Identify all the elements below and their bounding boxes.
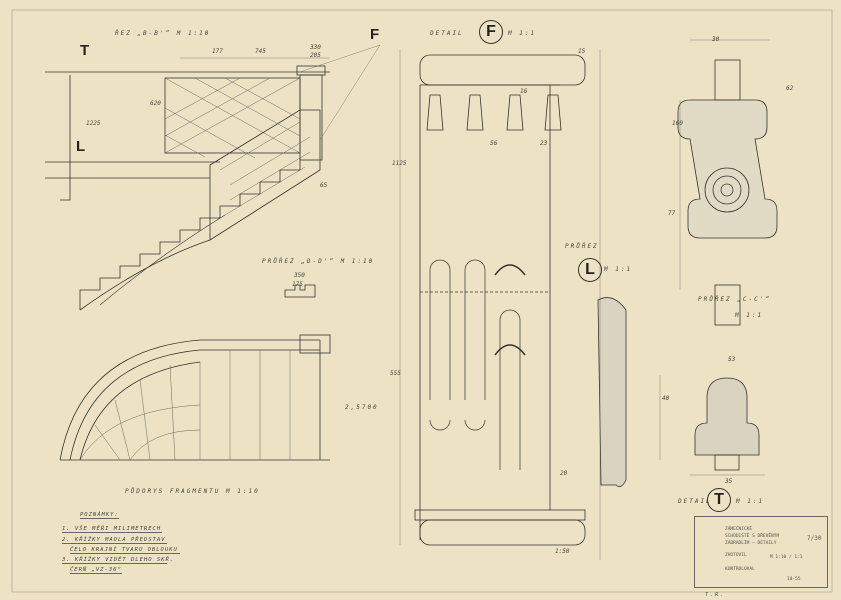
dim-label: 555: [390, 370, 401, 377]
note-line: ČELO KRAJNÍ TVARU OBLOUKU: [70, 547, 180, 554]
section-cc-scale: M 1:1: [735, 312, 764, 319]
detail-t-title: DETAIL: [678, 498, 712, 505]
drawn-by: ZHOTOVIL: [725, 553, 747, 558]
section-l-profile: [597, 297, 627, 488]
section-l-title: PRŮŘEZ: [565, 243, 599, 250]
dim-label: 330: [310, 44, 321, 51]
dim-label: 23: [540, 140, 548, 147]
dimension-lines: [180, 39, 770, 560]
section-l-letter: L: [578, 258, 602, 282]
dim-label: 205: [310, 52, 321, 59]
title-line-2: SCHODIŠTĚ S DŘEVĚNÝM: [725, 534, 780, 539]
dim-label: 30: [712, 36, 720, 43]
section-dd-title: PRŮŘEZ „D-D'“ M 1:10: [262, 258, 375, 265]
marker-t: T: [80, 42, 90, 59]
level-mark: 2,5700: [345, 404, 379, 411]
dim-label: 65: [320, 182, 328, 189]
dim-label: 62: [786, 85, 794, 92]
plan-fragment-title: PŮDORYS FRAGMENTU M 1:10: [125, 488, 260, 495]
checked-by: KONTROLOVAL: [725, 567, 755, 572]
dim-label: 350: [294, 272, 305, 279]
detail-f-title: DETAIL: [430, 30, 464, 37]
title-line-1: ZÁMEČNICKÉ: [725, 527, 753, 532]
date: 10-55: [787, 577, 801, 582]
note-line: ČERŇ „VZ-36“: [70, 567, 122, 574]
scale-info: M 1:10 / 1:1: [770, 555, 803, 560]
section-cc-title: PRŮŘEZ „C-C'“: [698, 296, 771, 303]
section-l-scale: M 1:1: [604, 266, 633, 273]
detail-f-scale: M 1:1: [508, 30, 537, 37]
dim-label: 177: [212, 48, 223, 55]
dim-label: 20: [560, 470, 568, 477]
title-line-3: ZÁBRADLÍM – DETAILY: [725, 541, 777, 546]
staircase-section: [45, 65, 330, 311]
detail-t-letter: T: [707, 488, 731, 512]
dim-label: 160: [672, 120, 683, 127]
note-line: 1. VŠE MĚŘI MILIMETRECH: [62, 526, 162, 533]
dim-label: 1:50: [555, 548, 570, 555]
footer-mark: T.R.: [705, 592, 726, 598]
section-dd-profile: [284, 284, 316, 298]
dim-label: 745: [255, 48, 266, 55]
section-cc: [677, 59, 778, 326]
title-block: ZÁMEČNICKÉ SCHODIŠTĚ S DŘEVĚNÝM ZÁBRADLÍ…: [694, 516, 828, 588]
section-bb-title: ŘEZ „B-B'“ M 1:10: [115, 30, 211, 37]
detail-f-letter: F: [479, 20, 503, 44]
dim-label: 1125: [392, 160, 407, 167]
dim-label: 40: [662, 395, 670, 402]
dim-label: 15: [578, 48, 586, 55]
dim-label: 16: [520, 88, 528, 95]
sheet-number: 7/30: [807, 535, 822, 542]
plan-fragment: [59, 334, 331, 461]
detail-t-scale: M 1:1: [736, 498, 765, 505]
note-line: 3. KŘÍŽKY VIDĚT DLEHO SKŘ.: [62, 557, 175, 564]
marker-l: L: [76, 138, 86, 155]
note-line: 2. KŘÍŽKY MADLA PŘEDSTAV: [62, 537, 167, 544]
detail-t: [694, 377, 760, 471]
dim-label: 53: [728, 356, 736, 363]
notes-title: POZNÁMKY:: [80, 512, 119, 519]
dim-label: 77: [668, 210, 676, 217]
dim-label: 175: [292, 281, 303, 288]
dim-label: 35: [725, 478, 733, 485]
detail-f-column: [414, 54, 586, 546]
dim-label: 56: [490, 140, 498, 147]
dim-label: 1225: [86, 120, 101, 127]
marker-f: F: [370, 26, 380, 43]
dim-label: 620: [150, 100, 161, 107]
